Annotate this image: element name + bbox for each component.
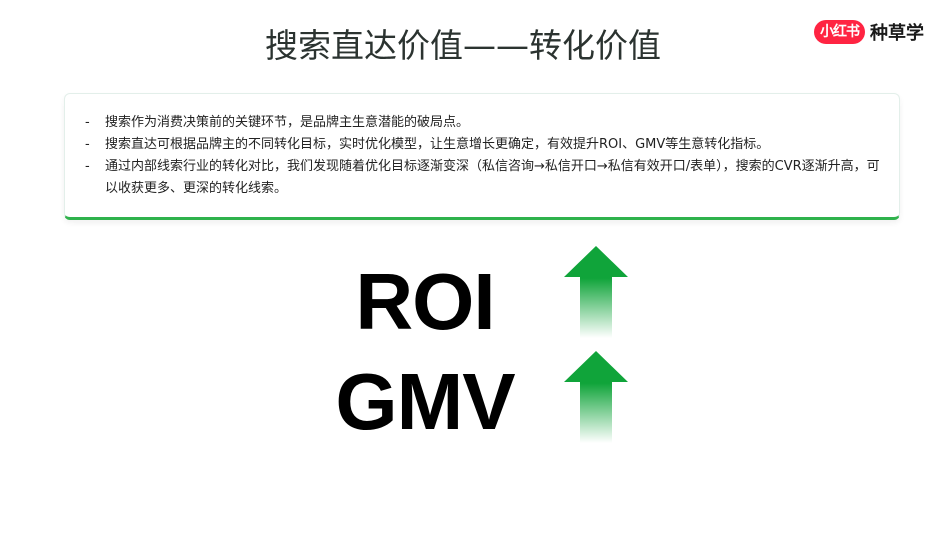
bullet-item: - 搜索直达可根据品牌主的不同转化目标，实时优化模型，让生意增长更确定，有效提升… <box>85 134 885 156</box>
metric-roi-label: ROI <box>355 257 495 346</box>
xiaohongshu-badge: 小红书 <box>814 20 865 44</box>
summary-card: - 搜索作为消费决策前的关键环节，是品牌主生意潜能的破局点。 - 搜索直达可根据… <box>64 93 900 220</box>
bullet-item: - 搜索作为消费决策前的关键环节，是品牌主生意潜能的破局点。 <box>85 112 885 134</box>
arrow-up-icon <box>564 246 628 338</box>
metric-gmv-label: GMV <box>335 357 515 446</box>
bullet-text: 搜索作为消费决策前的关键环节，是品牌主生意潜能的破局点。 <box>105 115 470 130</box>
bullet-item: - 通过内部线索行业的转化对比，我们发现随着优化目标逐渐变深（私信咨询→私信开口… <box>85 156 885 200</box>
page-title: 搜索直达价值——转化价值 <box>265 26 661 65</box>
bullet-list: - 搜索作为消费决策前的关键环节，是品牌主生意潜能的破局点。 - 搜索直达可根据… <box>85 112 885 200</box>
bullet-marker: - <box>85 137 90 152</box>
arrow-up-icon <box>564 351 628 443</box>
bullet-text: 通过内部线索行业的转化对比，我们发现随着优化目标逐渐变深（私信咨询→私信开口→私… <box>105 159 880 196</box>
brand-logo: 小红书 种草学 <box>814 19 924 45</box>
bullet-marker: - <box>85 115 90 130</box>
brand-name: 种草学 <box>870 23 924 44</box>
bullet-marker: - <box>85 159 90 174</box>
bullet-text: 搜索直达可根据品牌主的不同转化目标，实时优化模型，让生意增长更确定，有效提升RO… <box>105 137 770 152</box>
